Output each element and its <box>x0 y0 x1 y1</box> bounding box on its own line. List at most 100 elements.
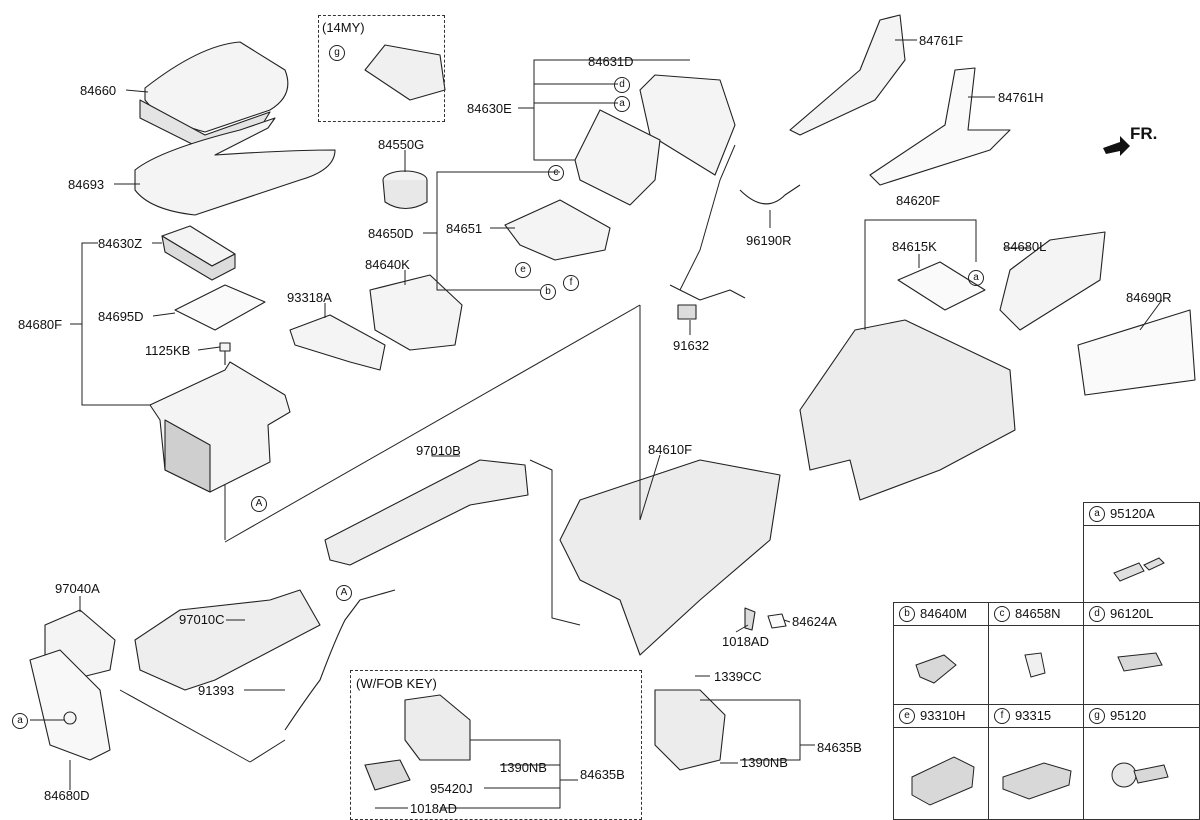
label-84640K: 84640K <box>365 257 410 272</box>
lower-trim <box>29 649 111 761</box>
legend-cell-g: g 95120 <box>1083 704 1200 820</box>
part-96120L-icon <box>1117 652 1163 672</box>
side-panel-l <box>999 231 1106 331</box>
callout-b: b <box>540 284 556 300</box>
part-93310H-icon <box>911 756 975 806</box>
console-bin <box>369 274 463 351</box>
legend-part-c: 84658N <box>1015 606 1061 621</box>
label-1018AD-console: 1018AD <box>722 634 769 649</box>
side-trim-f <box>789 14 906 136</box>
label-97040A: 97040A <box>55 581 100 596</box>
label-1339CC: 1339CC <box>714 669 762 684</box>
label-84680D: 84680D <box>44 788 90 803</box>
part-95120A-icon <box>1113 557 1165 582</box>
front-arrow <box>1103 136 1130 156</box>
label-84630E: 84630E <box>467 101 512 116</box>
callout-g: g <box>329 45 345 61</box>
variant-box-fob-title: (W/FOB KEY) <box>356 676 437 691</box>
label-84690R: 84690R <box>1126 290 1172 305</box>
part-84640M-icon <box>915 654 957 684</box>
label-97010C: 97010C <box>179 612 225 627</box>
legend-letter-c: c <box>994 606 1010 622</box>
variant-box-14my <box>318 15 445 122</box>
harness <box>739 184 801 205</box>
label-1390NB-fob: 1390NB <box>500 760 547 775</box>
legend-letter-g: g <box>1089 708 1105 724</box>
label-1018AD-fob: 1018AD <box>410 801 457 816</box>
side-trim-h <box>869 67 1011 186</box>
label-93318A: 93318A <box>287 290 332 305</box>
callout-A-box: A <box>251 496 267 512</box>
label-84651: 84651 <box>446 221 483 236</box>
callout-A-wire: A <box>336 585 352 601</box>
callout-a-console: a <box>968 270 984 286</box>
duct-b <box>324 459 529 566</box>
panel-bezel <box>574 109 661 206</box>
callout-c: c <box>548 165 564 181</box>
variant-box-fob <box>350 670 642 820</box>
label-1125KB: 1125KB <box>145 343 191 358</box>
label-84620F: 84620F <box>896 193 941 208</box>
side-cover-r <box>1077 309 1196 396</box>
label-84761H: 84761H <box>998 90 1044 105</box>
legend-letter-b: b <box>899 606 915 622</box>
label-1390NB-right: 1390NB <box>741 755 788 770</box>
legend-grid: a 95120A b 84640M c 84658N <box>893 502 1200 820</box>
label-84550G: 84550G <box>378 137 425 152</box>
label-84624A: 84624A <box>792 614 837 629</box>
legend-cell-f: f 93315 <box>988 704 1084 820</box>
label-97010B: 97010B <box>416 443 461 458</box>
legend-cell-d: d 96120L <box>1083 602 1200 705</box>
label-91393: 91393 <box>198 683 235 698</box>
shift-plate <box>504 199 611 261</box>
legend-part-e: 93310H <box>920 708 966 723</box>
legend-cell-e: e 93310H <box>893 704 989 820</box>
callout-d: d <box>614 77 630 93</box>
callout-e: e <box>515 262 531 278</box>
label-84635B-fob: 84635B <box>580 767 625 782</box>
label-84610F: 84610F <box>648 442 693 457</box>
part-84658N-icon <box>1024 652 1046 678</box>
legend-letter-a: a <box>1089 506 1105 522</box>
label-84695D: 84695D <box>98 309 144 324</box>
variant-box-14my-title: (14MY) <box>322 20 365 35</box>
upper-trim <box>134 117 336 216</box>
mat <box>174 284 266 331</box>
wire-91393 <box>284 589 396 731</box>
legend-letter-e: e <box>899 708 915 724</box>
label-91632: 91632 <box>673 338 710 353</box>
label-84761F: 84761F <box>919 33 964 48</box>
legend-cell-c: c 84658N <box>988 602 1084 705</box>
callout-a-panel: a <box>614 96 630 112</box>
label-84630Z: 84630Z <box>98 236 143 251</box>
legend-part-d: 96120L <box>1110 606 1154 621</box>
legend-cell-a: a 95120A <box>1083 502 1200 603</box>
callout-f: f <box>563 275 579 291</box>
legend-letter-f: f <box>994 708 1010 724</box>
label-95420J: 95420J <box>430 781 473 796</box>
legend-cell-b: b 84640M <box>893 602 989 705</box>
label-84635B-right: 84635B <box>817 740 862 755</box>
label-84680F: 84680F <box>18 317 63 332</box>
label-84650D: 84650D <box>368 226 414 241</box>
legend-part-a: 95120A <box>1110 506 1155 521</box>
part-95120-icon <box>1111 762 1169 788</box>
legend-part-f: 93315 <box>1015 708 1052 723</box>
label-84660: 84660 <box>80 83 117 98</box>
label-84680L: 84680L <box>1003 239 1047 254</box>
label-84693: 84693 <box>68 177 105 192</box>
part-93315-icon <box>1002 762 1072 800</box>
label-84631D: 84631D <box>588 54 634 69</box>
console-rear <box>799 319 1016 501</box>
callout-a-trim: a <box>12 713 28 729</box>
front-indicator: FR. <box>1130 124 1158 143</box>
duct-c <box>134 589 321 691</box>
bracket <box>289 314 386 371</box>
legend-part-b: 84640M <box>920 606 967 621</box>
label-96190R: 96190R <box>746 233 792 248</box>
legend-part-g: 95120 <box>1110 708 1147 723</box>
legend-letter-d: d <box>1089 606 1105 622</box>
label-84615K: 84615K <box>892 239 937 254</box>
